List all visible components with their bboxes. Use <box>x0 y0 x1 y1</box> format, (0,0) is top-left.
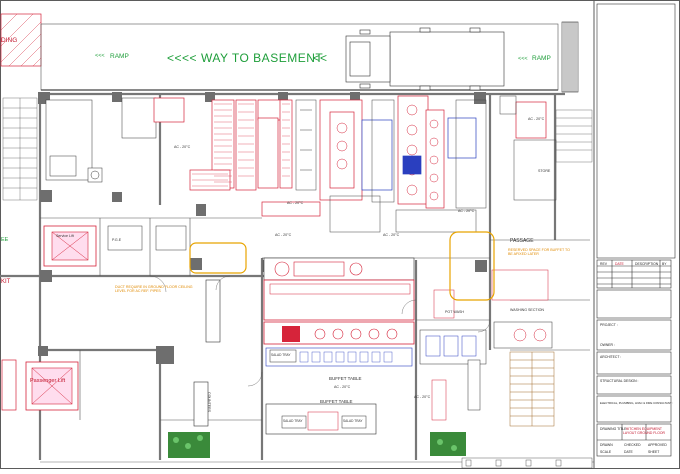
washing-section-label: WASHING SECTION <box>510 308 545 312</box>
pot-wash-label: POT WASH <box>445 310 464 314</box>
planters <box>168 432 466 458</box>
footer-sheet: SHEET <box>648 450 660 454</box>
description-header: DESCRIPTION <box>635 262 659 266</box>
note-reserved-buffet: RESERVED SPACE FOR BUFFET TO BE AFIXED L… <box>508 248 570 257</box>
owner-label: OWNER : <box>600 343 615 347</box>
drawing-title-label: DRAWING TITLE : <box>600 427 629 431</box>
ramp-chevrons-right: <<< <box>518 56 528 62</box>
burners <box>336 104 439 201</box>
left-staircase <box>2 97 38 201</box>
grille-right <box>561 21 579 93</box>
footer-drawn: DRAWN <box>600 443 613 447</box>
service-room-fixtures <box>45 97 187 251</box>
salad-tray-label-2: SALAD TRAY <box>283 419 303 423</box>
project-label: PROJECT : <box>600 323 618 327</box>
buffet-table-label-1: BUFFET TABLE <box>329 376 362 381</box>
ac-label-7: AC - 20°C <box>334 385 351 389</box>
title-block-frame <box>596 3 676 457</box>
passage-label: PASSAGE <box>510 238 534 244</box>
way-to-basement-chevrons-left: <<<< <box>167 51 198 65</box>
ac-label-3: AC - 20°C <box>275 233 292 237</box>
ac-label-6: AC - 20°C <box>528 117 545 121</box>
lift-cabins <box>1 225 97 411</box>
date-header: DATE <box>615 262 624 266</box>
way-to-basement-chevrons-right: << <box>313 51 328 65</box>
ac-label-2: AC - 20°C <box>287 201 304 205</box>
store-label: STORE <box>538 169 551 173</box>
ramp-label-left: RAMP <box>110 53 129 60</box>
ac-label-8: AC - 20°C <box>414 395 431 399</box>
passenger-lift-label: Passenger Lift <box>30 378 66 384</box>
ac-label-1: AC - 20°C <box>174 145 191 149</box>
bottom-legend-strip <box>461 457 593 469</box>
ac-label-4: AC - 20°C <box>383 233 400 237</box>
pge-label: P.G.E <box>112 238 122 242</box>
exit-label: KIT <box>1 279 11 285</box>
note-duct-ac: DUCT REQUIRE IN GROUND FLOOR CEILING LEV… <box>115 285 193 294</box>
footer-approved: APPROVED <box>648 443 667 447</box>
fixtures-blue <box>361 117 477 191</box>
way-to-basement-label: WAY TO BASEMENT <box>201 51 324 65</box>
salad-tray-label-1: SALAD TRAY <box>271 353 291 357</box>
drawing-title: KITCHEN EQUIPMENT LAYOUT GROUND FLOOR <box>623 427 665 436</box>
kitchen-equipment <box>153 95 547 217</box>
right-staircase <box>555 109 593 163</box>
work-surfaces <box>295 95 557 233</box>
footer-date: DATE <box>624 450 633 454</box>
buffet-table-label-2: BUFFET TABLE <box>320 399 353 404</box>
architect-label: ARCHITECT : <box>600 355 622 359</box>
ramp-label-right: RAMP <box>532 55 551 62</box>
display-counter <box>263 257 415 367</box>
by-header: BY <box>662 262 667 266</box>
side-label: EE <box>1 237 9 243</box>
truck-outline <box>345 27 505 91</box>
right-lower-equipment <box>419 269 553 421</box>
corner-label: DING <box>1 37 18 44</box>
counters-label: COUNTERS <box>207 392 211 413</box>
rev-header: REV <box>600 262 607 266</box>
door-swings <box>149 275 491 387</box>
footer-scale: SCALE <box>600 450 612 454</box>
ramp-chevrons-left: <<< <box>95 53 105 59</box>
salad-tray-label-3: SALAD TRAY <box>343 419 363 423</box>
hatched-corner-region <box>0 13 42 67</box>
buffet-table-lower <box>265 403 377 435</box>
footer-checked: CHECKED <box>624 443 641 447</box>
orange-note-boxes <box>189 231 495 301</box>
structural-label: STRUCTURAL DESIGN : <box>600 379 639 383</box>
mep-label: ELECTRICAL, PLUMBING, HVAC & FIRE CONSUL… <box>600 401 674 405</box>
ac-label-5: AC - 20°C <box>458 209 475 213</box>
columns <box>38 92 487 364</box>
lower-right-staircase <box>509 351 555 427</box>
service-lift-label: Service Lift <box>56 234 74 238</box>
